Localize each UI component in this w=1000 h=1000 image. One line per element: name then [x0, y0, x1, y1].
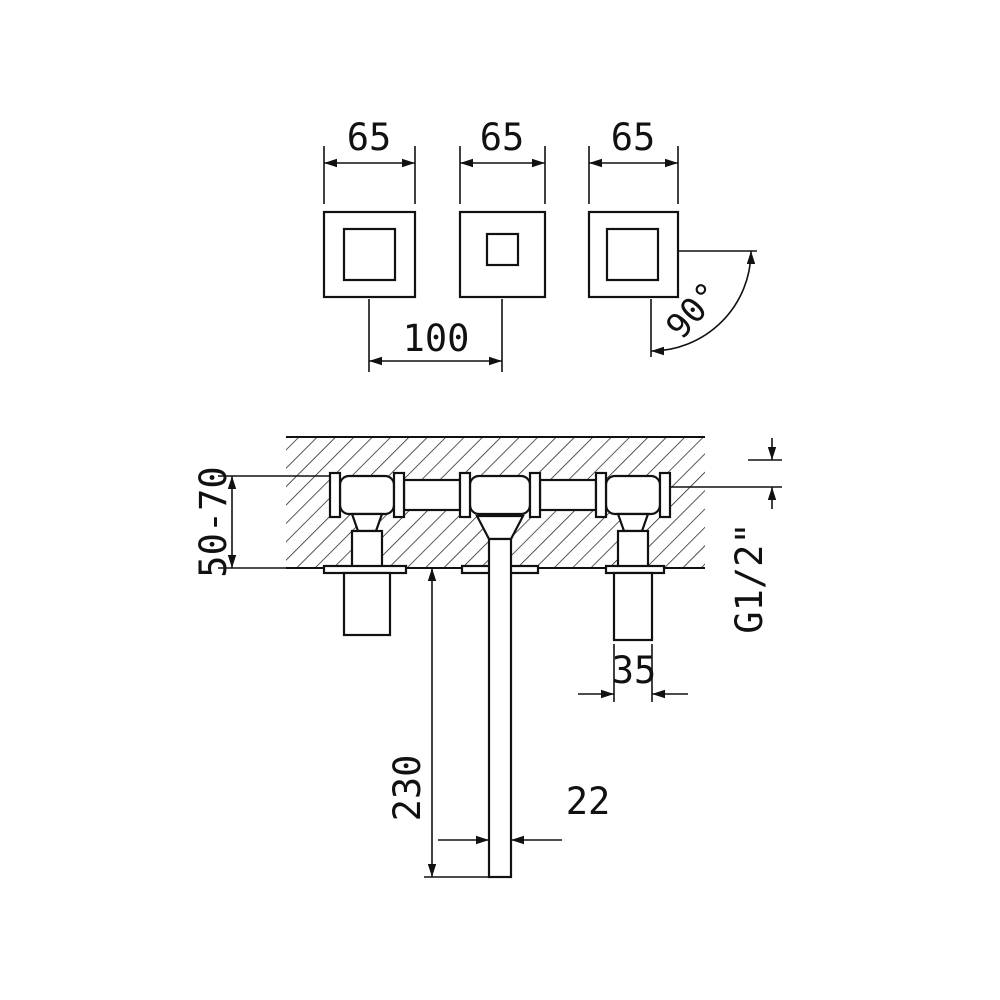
- pipe-left-run: [402, 478, 462, 512]
- pipework: [322, 471, 672, 879]
- collar: [458, 471, 472, 519]
- handle-left: [322, 210, 417, 299]
- dim-spacing: 100: [403, 317, 470, 360]
- neck-left: [350, 529, 384, 570]
- tee-body-center: [468, 474, 532, 516]
- dim-angle: 90°: [658, 274, 729, 346]
- dim-width-center: 65: [480, 116, 525, 159]
- dim-stub: 35: [612, 649, 657, 692]
- collar: [328, 471, 342, 519]
- dim-drop: 230: [386, 755, 429, 822]
- dim-depth: 50-70: [192, 466, 235, 577]
- dim-pipe: 22: [566, 780, 611, 823]
- dim-thread: G1/2": [728, 522, 771, 633]
- funnel-left: [350, 512, 384, 533]
- top-dimension-lines: [323, 146, 757, 372]
- handle-center: [458, 210, 547, 299]
- top-view: [322, 210, 680, 299]
- dim-width-left: 65: [347, 116, 392, 159]
- valve-stub-right: [612, 571, 654, 642]
- collar: [392, 471, 406, 519]
- collar: [594, 471, 608, 519]
- spout-pipe: [487, 537, 513, 879]
- neck-right: [616, 529, 650, 570]
- valve-stub-left: [342, 571, 392, 637]
- section-dimension-lines: [218, 438, 782, 878]
- valve-body-right: [604, 474, 662, 516]
- funnel-right: [616, 512, 650, 533]
- dim-width-right: 65: [611, 116, 656, 159]
- handle-right: [587, 210, 680, 299]
- pipe-right-run: [538, 478, 598, 512]
- collar: [528, 471, 542, 519]
- section-view: [286, 436, 705, 879]
- collar: [658, 471, 672, 519]
- valve-body-left: [338, 474, 396, 516]
